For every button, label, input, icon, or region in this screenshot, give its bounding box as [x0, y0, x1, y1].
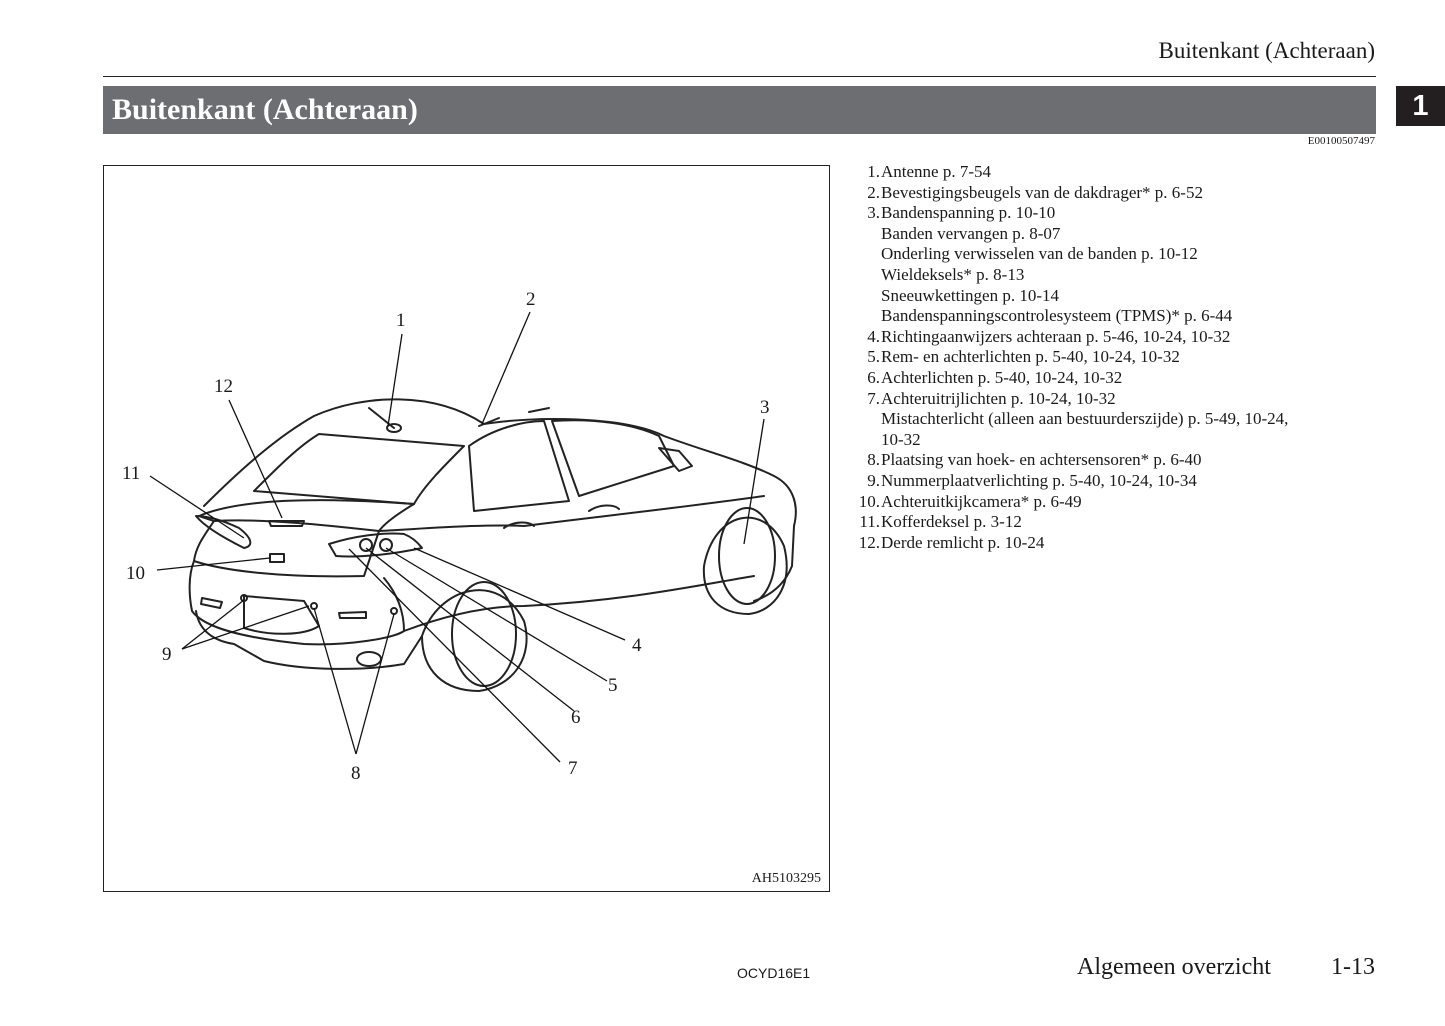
callout-3: 3	[760, 397, 770, 418]
chapter-tab: 1	[1396, 86, 1445, 126]
list-item: 11.Kofferdeksel p. 3-12	[849, 512, 1288, 533]
list-item-number: 3.	[867, 203, 880, 223]
list-item-text: Mistachterlicht (alleen aan bestuurdersz…	[881, 409, 1289, 429]
list-item-text: Rem- en achterlichten p. 5-40, 10-24, 10…	[881, 347, 1180, 367]
list-item: Banden vervangen p. 8-07	[849, 224, 1288, 245]
list-item-number: 6.	[867, 367, 880, 387]
list-item-number	[849, 265, 880, 286]
list-item-text: Onderling verwisselen van de banden p. 1…	[881, 244, 1198, 264]
header-rule	[103, 76, 1376, 77]
list-item-number	[849, 430, 880, 451]
list-item-number: 12.	[858, 532, 880, 552]
list-item-text: Bandenspanningscontrolesysteem (TPMS)* p…	[881, 306, 1233, 326]
list-item: Wieldeksels* p. 8-13	[849, 265, 1288, 286]
list-item-number	[849, 286, 880, 307]
running-header-title: Buitenkant (Achteraan)	[1158, 38, 1376, 63]
list-item: 9.Nummerplaatverlichting p. 5-40, 10-24,…	[849, 471, 1288, 492]
list-item: Mistachterlicht (alleen aan bestuurdersz…	[849, 409, 1288, 430]
footer-section-name: Algemeen overzicht	[1077, 954, 1271, 980]
footer-code: OCYD16E1	[737, 965, 811, 981]
list-item: Onderling verwisselen van de banden p. 1…	[849, 244, 1288, 265]
callout-12: 12	[214, 376, 233, 397]
list-item-text: Plaatsing van hoek- en achtersensoren* p…	[881, 450, 1202, 470]
list-item: 1.Antenne p. 7-54	[849, 162, 1288, 183]
list-item-number: 5.	[867, 347, 880, 367]
list-item-text: Antenne p. 7-54	[881, 162, 992, 181]
page-number: 1-13	[1331, 954, 1375, 980]
document-id: E00100507497	[1307, 135, 1375, 147]
list-item-text: Achterlichten p. 5-40, 10-24, 10-32	[881, 367, 1123, 387]
callout-11: 11	[122, 463, 141, 484]
list-item-number: 10.	[858, 491, 880, 511]
list-item-text: Achteruitkijkcamera* p. 6-49	[881, 491, 1082, 511]
list-item: 12.Derde remlicht p. 10-24	[849, 533, 1288, 554]
callout-4: 4	[632, 635, 642, 656]
car-rear-drawing	[149, 311, 797, 763]
callout-1: 1	[396, 310, 406, 331]
callout-8: 8	[351, 763, 361, 784]
list-item-text: Sneeuwkettingen p. 10-14	[881, 285, 1059, 305]
callout-5: 5	[608, 675, 618, 696]
list-item-text: Bevestigingsbeugels van de dakdrager* p.…	[881, 182, 1203, 202]
list-item-text: Derde remlicht p. 10-24	[881, 532, 1045, 552]
car-rear-illustration: 1 2 3 4 5 6 7 8 9 10 11 12 AH5103295	[103, 165, 830, 892]
section-title-bar: Buitenkant (Achteraan)	[103, 86, 1376, 134]
callout-10: 10	[126, 563, 145, 584]
callout-2: 2	[526, 289, 536, 310]
list-item-text: 10-32	[881, 429, 921, 449]
list-item: 10-32	[849, 430, 1288, 451]
list-item-text: Achteruitrijlichten p. 10-24, 10-32	[881, 388, 1116, 408]
callout-7: 7	[568, 758, 578, 779]
list-item: Sneeuwkettingen p. 10-14	[849, 286, 1288, 307]
list-item: 4.Richtingaanwijzers achteraan p. 5-46, …	[849, 327, 1288, 348]
list-item: 6.Achterlichten p. 5-40, 10-24, 10-32	[849, 368, 1288, 389]
list-item-text: Wieldeksels* p. 8-13	[881, 264, 1025, 284]
list-item: 2.Bevestigingsbeugels van de dakdrager* …	[849, 183, 1288, 204]
list-item-number: 2.	[867, 182, 880, 202]
figure-code: AH5103295	[751, 871, 821, 886]
list-item-number	[849, 409, 880, 430]
list-item-text: Kofferdeksel p. 3-12	[881, 512, 1022, 532]
list-item: 8.Plaatsing van hoek- en achtersensoren*…	[849, 450, 1288, 471]
list-item-number: 8.	[867, 450, 880, 470]
list-item: 7.Achteruitrijlichten p. 10-24, 10-32	[849, 389, 1288, 410]
list-item-text: Bandenspanning p. 10-10	[881, 203, 1056, 223]
list-item-number: 7.	[867, 388, 880, 408]
list-item-number	[849, 244, 880, 265]
section-title: Buitenkant (Achteraan)	[112, 93, 418, 126]
list-item-number: 9.	[867, 470, 880, 490]
list-item-number: 11.	[859, 512, 880, 532]
list-item: Bandenspanningscontrolesysteem (TPMS)* p…	[849, 306, 1288, 327]
list-item-number: 1.	[867, 162, 880, 181]
list-item: 3.Bandenspanning p. 10-10	[849, 203, 1288, 224]
callout-9: 9	[162, 644, 172, 665]
list-item-text: Nummerplaatverlichting p. 5-40, 10-24, 1…	[881, 470, 1197, 490]
list-item-number	[849, 224, 880, 245]
callout-6: 6	[571, 707, 581, 728]
list-item: 5.Rem- en achterlichten p. 5-40, 10-24, …	[849, 347, 1288, 368]
list-item: 10.Achteruitkijkcamera* p. 6-49	[849, 492, 1288, 513]
list-item-text: Banden vervangen p. 8-07	[881, 223, 1061, 243]
list-item-number: 4.	[867, 326, 880, 346]
list-item-text: Richtingaanwijzers achteraan p. 5-46, 10…	[881, 326, 1231, 346]
list-item-number	[849, 306, 880, 327]
